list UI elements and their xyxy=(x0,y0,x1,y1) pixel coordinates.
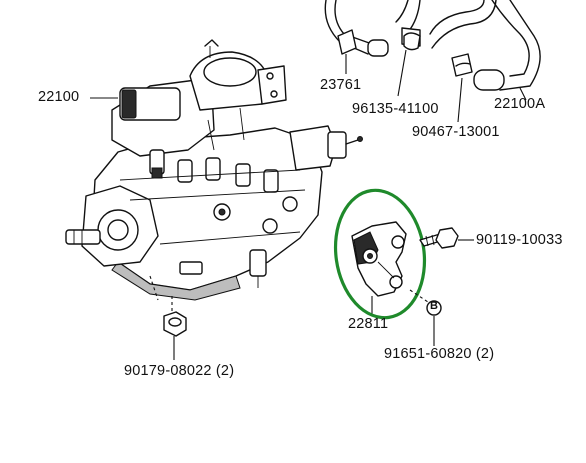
highlight-circle xyxy=(333,188,427,320)
label-hose-23761: 23761 xyxy=(320,77,362,93)
label-nut-90179-08022: 90179-08022 (2) xyxy=(124,363,235,379)
label-bolt-90119-10033: 90119-10033 xyxy=(476,232,563,248)
injection-pump-illustration xyxy=(65,39,363,301)
hose-22100A xyxy=(473,0,541,101)
label-clamp-90467-13001: 90467-13001 xyxy=(412,124,500,140)
bolt-90119-10033 xyxy=(419,227,474,249)
hose-23761 xyxy=(324,0,389,74)
label-pump-22100: 22100 xyxy=(38,89,80,105)
label-bracket-22811: 22811 xyxy=(348,316,389,332)
label-washer-b: B xyxy=(430,300,439,312)
label-hose-22100A: 22100A xyxy=(494,96,546,112)
clamp-90467-13001 xyxy=(451,53,473,123)
label-top-partial: 22100 xyxy=(330,0,371,4)
washer-b-marker xyxy=(409,289,442,346)
clamp-96135-41100 xyxy=(397,32,421,97)
flange-nut xyxy=(163,296,187,360)
label-clamp-96135-41100: 96135-41100 xyxy=(352,101,439,117)
bracket-22811 xyxy=(351,221,407,316)
label-washer-91651-60820: 91651-60820 (2) xyxy=(384,346,495,362)
